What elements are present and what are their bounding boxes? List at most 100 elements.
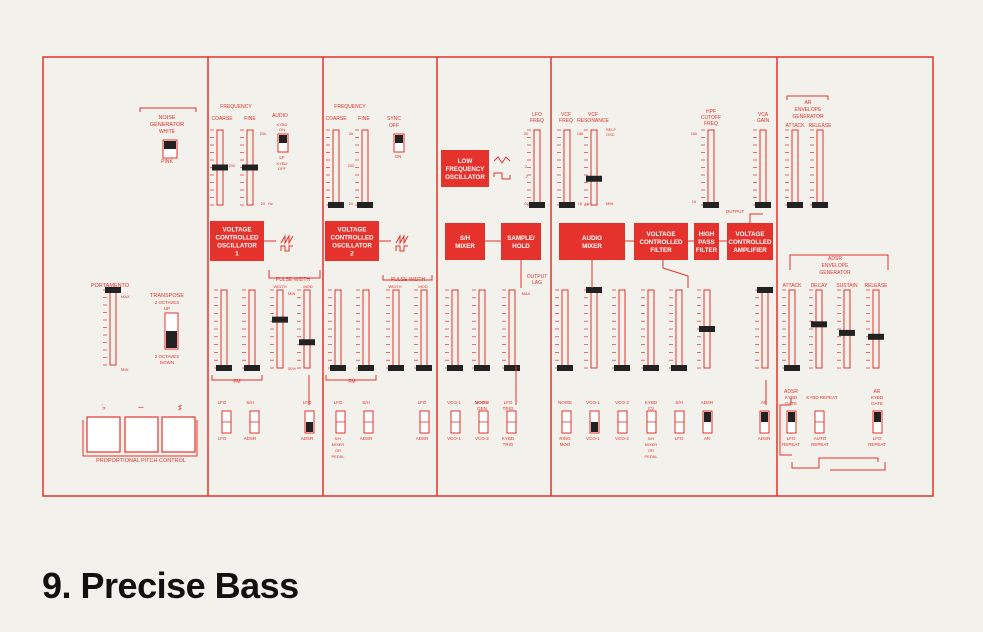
switch-sh-src-2[interactable] xyxy=(478,410,489,434)
slider-knob[interactable] xyxy=(557,365,573,371)
slider-knob[interactable] xyxy=(868,333,884,340)
switch-vco2-pw-mod-src[interactable] xyxy=(419,410,430,434)
switch-vcf-sh-src[interactable] xyxy=(674,410,685,434)
slider-portamento[interactable] xyxy=(103,287,121,366)
slider-ar-release[interactable] xyxy=(810,129,828,208)
slider-knob[interactable] xyxy=(504,365,520,371)
slider-knob[interactable] xyxy=(388,365,404,371)
switch-lever[interactable] xyxy=(164,141,176,149)
slider-knob[interactable] xyxy=(416,365,432,371)
switch-noise-type[interactable] xyxy=(162,139,178,159)
switch-mix-noise-src[interactable] xyxy=(561,410,572,434)
slider-vco2-pw-mod[interactable] xyxy=(414,289,432,371)
slider-vcf-sh-lfo[interactable] xyxy=(669,289,687,371)
slider-knob[interactable] xyxy=(839,329,855,336)
slider-adsr-release[interactable] xyxy=(866,289,884,369)
slider-knob[interactable] xyxy=(784,365,800,371)
slider-lfo-freq[interactable] xyxy=(527,129,545,208)
slider-knob[interactable] xyxy=(216,365,232,371)
slider-vco2-pw-width[interactable] xyxy=(386,289,404,371)
slider-knob[interactable] xyxy=(330,365,346,371)
slider-knob[interactable] xyxy=(447,365,463,371)
slider-mix-vco2[interactable] xyxy=(612,289,630,371)
switch-lever[interactable] xyxy=(704,412,711,422)
switch-vco2-fm-mod[interactable] xyxy=(363,410,374,434)
slider-knob[interactable] xyxy=(212,164,228,171)
slider-knob[interactable] xyxy=(643,365,659,371)
switch-vcf-kybd-src[interactable] xyxy=(646,410,657,434)
slider-ar-attack[interactable] xyxy=(785,129,803,208)
slider-vca-gain[interactable] xyxy=(753,129,771,208)
switch-lever[interactable] xyxy=(874,412,881,422)
switch-vco1-pw-mod-src[interactable] xyxy=(304,410,315,434)
slider-knob[interactable] xyxy=(787,202,803,208)
pitch-pad-3[interactable] xyxy=(161,416,196,453)
switch-adsr-trig[interactable] xyxy=(786,410,797,434)
slider-knob[interactable] xyxy=(699,326,715,332)
switch-vco1-fm-mod[interactable] xyxy=(249,410,260,434)
slider-vco2-coarse[interactable] xyxy=(326,129,344,208)
pitch-pad-1[interactable] xyxy=(86,416,121,453)
slider-knob[interactable] xyxy=(105,287,121,293)
switch-vco2-sync[interactable] xyxy=(393,133,405,153)
slider-knob[interactable] xyxy=(358,365,374,371)
slider-knob[interactable] xyxy=(757,287,773,293)
switch-lever[interactable] xyxy=(395,135,403,143)
switch-lever[interactable] xyxy=(166,331,177,348)
pitch-pad-2[interactable] xyxy=(124,416,159,453)
slider-knob[interactable] xyxy=(671,365,687,371)
slider-vco1-pw-width[interactable] xyxy=(270,289,288,369)
switch-vca-env-src[interactable] xyxy=(759,410,770,434)
slider-vca-ar-adsr[interactable] xyxy=(755,287,773,369)
slider-vco1-fine[interactable] xyxy=(240,129,258,206)
switch-mix-vco2-src[interactable] xyxy=(617,410,628,434)
slider-knob[interactable] xyxy=(299,339,315,346)
slider-vco2-fm-1[interactable] xyxy=(328,289,346,371)
switch-vcf-env-src[interactable] xyxy=(702,410,713,434)
slider-knob[interactable] xyxy=(586,287,602,293)
switch-vco1-fm-src[interactable] xyxy=(221,410,232,434)
switch-lever[interactable] xyxy=(591,422,598,432)
slider-knob[interactable] xyxy=(529,202,545,208)
slider-output-lag[interactable] xyxy=(502,289,520,371)
slider-sh-mix-vco2[interactable] xyxy=(472,289,490,371)
switch-lever[interactable] xyxy=(788,412,795,422)
slider-mix-noise[interactable] xyxy=(555,289,573,371)
slider-adsr-decay[interactable] xyxy=(809,289,827,369)
slider-adsr-sustain[interactable] xyxy=(837,289,855,369)
switch-adsr-repeat[interactable] xyxy=(814,410,825,434)
switch-lever[interactable] xyxy=(279,135,287,143)
switch-transpose[interactable] xyxy=(164,312,179,350)
slider-vcf-freq[interactable] xyxy=(557,129,575,208)
switch-lever[interactable] xyxy=(761,412,768,422)
slider-vcf-adsr[interactable] xyxy=(697,289,715,369)
switch-lever[interactable] xyxy=(306,422,313,432)
slider-knob[interactable] xyxy=(559,202,575,208)
slider-knob[interactable] xyxy=(755,202,771,208)
slider-hpf-cutoff[interactable] xyxy=(701,129,719,208)
slider-vco1-pw-mod[interactable] xyxy=(297,289,315,369)
slider-vco1-fm-2[interactable] xyxy=(242,289,260,371)
slider-knob[interactable] xyxy=(586,175,602,182)
slider-knob[interactable] xyxy=(614,365,630,371)
switch-mix-vco1-src[interactable] xyxy=(589,410,600,434)
slider-knob[interactable] xyxy=(328,202,344,208)
slider-knob[interactable] xyxy=(357,202,373,208)
slider-knob[interactable] xyxy=(474,365,490,371)
slider-vco1-fm-1[interactable] xyxy=(214,289,232,371)
switch-ar-trig[interactable] xyxy=(872,410,883,434)
switch-sh-src-1[interactable] xyxy=(450,410,461,434)
switch-sh-trig[interactable] xyxy=(506,410,517,434)
slider-vcf-kybd-cv[interactable] xyxy=(641,289,659,371)
switch-vco2-fm-src[interactable] xyxy=(335,410,346,434)
slider-adsr-attack[interactable] xyxy=(782,289,800,371)
slider-knob[interactable] xyxy=(244,365,260,371)
slider-vco2-fm-2[interactable] xyxy=(356,289,374,371)
slider-sh-mix-vco1[interactable] xyxy=(445,289,463,371)
slider-knob[interactable] xyxy=(812,202,828,208)
slider-vco1-coarse[interactable] xyxy=(210,129,228,206)
slider-knob[interactable] xyxy=(811,321,827,328)
slider-knob[interactable] xyxy=(242,164,258,171)
slider-mix-vco1[interactable] xyxy=(584,287,602,369)
switch-vco1-audio[interactable] xyxy=(277,133,289,153)
